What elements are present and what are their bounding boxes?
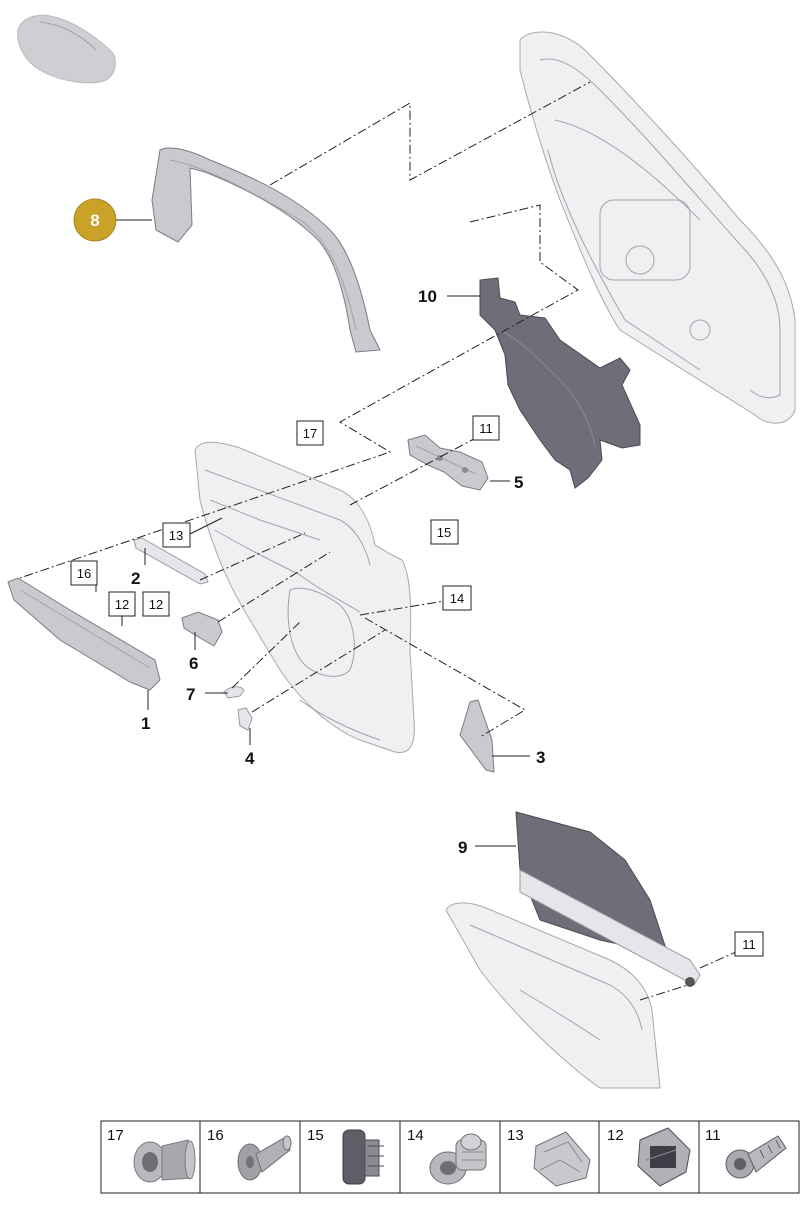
callout-6[interactable]: 6 xyxy=(189,654,198,673)
legend-num-12: 12 xyxy=(607,1127,624,1144)
handle-bezel xyxy=(181,611,223,647)
boxed-ref-12-right-label: 12 xyxy=(149,597,163,612)
fastener-legend: 17 16 15 14 xyxy=(100,1120,800,1194)
boxed-ref-11-bottom[interactable]: 11 xyxy=(734,931,764,957)
screw-icon xyxy=(725,1135,787,1179)
grommet-icon xyxy=(133,1139,196,1183)
callout-2[interactable]: 2 xyxy=(131,569,140,588)
boxed-ref-13-label: 13 xyxy=(169,528,183,543)
trim-cap-4 xyxy=(237,707,253,731)
callout-4[interactable]: 4 xyxy=(245,749,255,768)
boxed-ref-12-left-label: 12 xyxy=(115,597,129,612)
clip-plug-icon xyxy=(342,1129,384,1185)
boxed-ref-17[interactable]: 17 xyxy=(296,420,324,446)
callout-9[interactable]: 9 xyxy=(458,838,467,857)
boxed-ref-12-right[interactable]: 12 xyxy=(142,591,170,617)
callout-3[interactable]: 3 xyxy=(536,748,545,767)
boxed-ref-16[interactable]: 16 xyxy=(70,560,98,586)
boxed-ref-15[interactable]: 15 xyxy=(430,519,459,545)
spreader-nut-icon xyxy=(429,1133,487,1185)
retaining-clip-icon xyxy=(637,1127,691,1187)
control-module-part xyxy=(407,434,489,491)
boxed-ref-17-label: 17 xyxy=(303,426,317,441)
boxed-ref-13[interactable]: 13 xyxy=(162,522,191,548)
legend-num-13: 13 xyxy=(507,1127,524,1144)
callout-1[interactable]: 1 xyxy=(141,714,150,733)
boxed-ref-15-label: 15 xyxy=(437,525,451,540)
legend-num-15: 15 xyxy=(307,1127,324,1144)
legend-num-11: 11 xyxy=(705,1127,721,1144)
car-thumbnail-icon xyxy=(17,14,116,84)
boxed-ref-11-top-label: 11 xyxy=(479,421,493,436)
triangle-cover xyxy=(459,699,495,773)
legend-num-16: 16 xyxy=(207,1127,224,1144)
assembly-lines xyxy=(19,81,746,1001)
roller-blind xyxy=(515,811,701,987)
callout-8-label: 8 xyxy=(90,211,99,230)
callout-8-highlight[interactable]: 8 xyxy=(73,198,117,242)
boxed-ref-14-label: 14 xyxy=(450,591,464,606)
spring-clip-icon xyxy=(533,1131,591,1187)
legend-num-17: 17 xyxy=(107,1127,124,1144)
leader-lines xyxy=(95,219,530,847)
armrest-trim-strip xyxy=(7,577,161,691)
door-trim-panel xyxy=(194,441,415,754)
window-frame-trim xyxy=(151,147,381,353)
rivet-icon xyxy=(237,1135,292,1181)
trim-cap-7 xyxy=(223,686,245,699)
boxed-ref-11-bottom-label: 11 xyxy=(742,937,756,952)
boxed-ref-16-label: 16 xyxy=(77,566,91,581)
callout-10[interactable]: 10 xyxy=(418,287,437,306)
boxed-ref-11-top[interactable]: 11 xyxy=(472,415,500,441)
boxed-ref-12-left[interactable]: 12 xyxy=(108,591,136,617)
trim-strip-small xyxy=(133,537,209,585)
door-inner-frame xyxy=(519,31,796,424)
boxed-ref-14[interactable]: 14 xyxy=(442,585,472,611)
bracket-part xyxy=(479,277,641,489)
legend-num-14: 14 xyxy=(407,1127,424,1144)
callout-5[interactable]: 5 xyxy=(514,473,523,492)
callout-7[interactable]: 7 xyxy=(186,685,195,704)
door-trim-panel-lower xyxy=(445,902,661,1089)
